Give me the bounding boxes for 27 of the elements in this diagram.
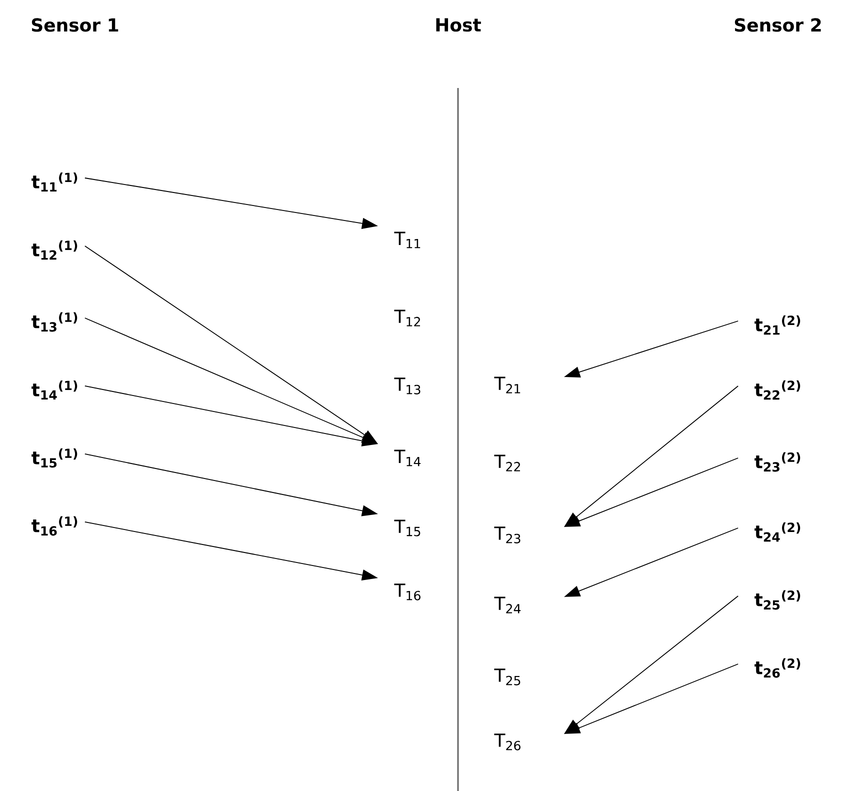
time-label: T$_{16}$: [394, 584, 420, 600]
time-label: t$_{24}$(2): [754, 522, 800, 542]
column-heading: Host: [436, 18, 481, 32]
time-label: t$_{16}$(1): [32, 516, 78, 536]
time-label: t$_{23}$(2): [754, 452, 800, 472]
time-label: T$_{24}$: [494, 596, 521, 614]
time-label: t$_{13}$(1): [32, 312, 78, 332]
time-label: T$_{14}$: [394, 450, 421, 466]
column-heading: Sensor 1: [32, 18, 118, 32]
time-label: t$_{25}$(2): [754, 590, 800, 610]
time-label: T$_{25}$: [494, 668, 520, 686]
time-label: t$_{26}$(2): [754, 658, 800, 678]
time-label: T$_{23}$: [494, 526, 520, 544]
time-label: t$_{15}$(1): [32, 448, 78, 468]
time-label: T$_{15}$: [394, 520, 420, 536]
column-heading: Sensor 2: [734, 18, 821, 32]
time-label: t$_{12}$(1): [32, 240, 78, 260]
time-label: t$_{11}$(1): [32, 172, 78, 192]
time-label: T$_{22}$: [494, 454, 520, 472]
time-label: t$_{21}$(2): [754, 315, 800, 335]
time-label: t$_{14}$(1): [32, 380, 78, 400]
time-label: T$_{21}$: [494, 376, 520, 394]
time-label: T$_{26}$: [494, 734, 520, 750]
time-label: T$_{13}$: [394, 378, 420, 394]
time-label: T$_{12}$: [394, 310, 420, 326]
time-label: T$_{11}$: [394, 232, 420, 248]
time-label: t$_{22}$(2): [754, 380, 800, 400]
